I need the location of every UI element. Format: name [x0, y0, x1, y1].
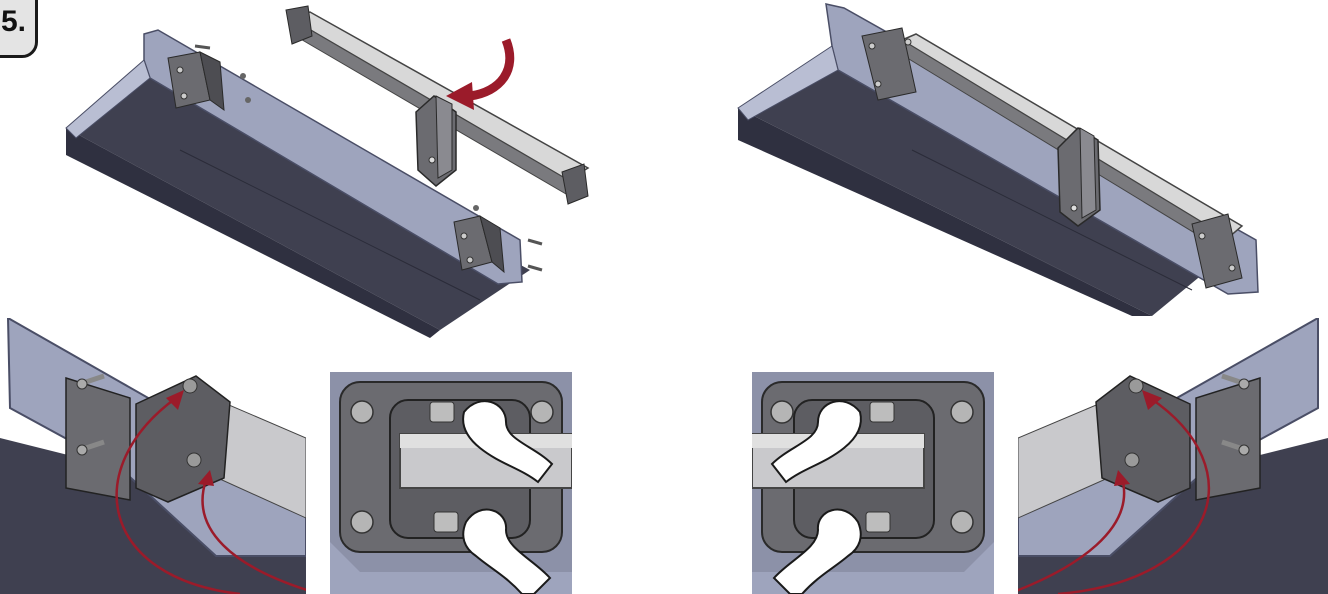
hitch-mount — [415, 95, 457, 187]
hitch-mount — [1057, 127, 1101, 227]
assembled-view — [732, 0, 1272, 320]
curved-arrow-icon — [115, 390, 306, 594]
hand-tighten-icon — [770, 400, 862, 594]
bumper-top-surface — [66, 70, 530, 330]
detail-right-bracket-perspective — [1018, 318, 1328, 594]
bracket-plate — [135, 375, 231, 503]
curved-arrow-icon — [1018, 390, 1211, 594]
step-badge: 5. — [0, 0, 38, 58]
hand-tighten-icon — [462, 400, 554, 594]
nut-icon — [429, 401, 459, 533]
detail-left-tighten-nuts — [330, 372, 572, 594]
left-bracket — [861, 27, 917, 101]
right-bracket — [1191, 213, 1243, 289]
right-bracket — [453, 214, 505, 274]
left-bracket — [167, 51, 225, 112]
step-number: 5. — [1, 5, 27, 38]
bolt-icon — [1124, 373, 1250, 468]
bolt-icon — [194, 44, 543, 272]
bolt-icon — [76, 373, 202, 468]
exploded-assembly-view — [60, 0, 600, 340]
detail-left-bracket-perspective — [0, 318, 306, 594]
bolt-icon — [350, 400, 554, 534]
detail-right-tighten-nuts — [752, 372, 994, 594]
nut-icon — [865, 401, 895, 533]
bracket-plate — [1095, 375, 1191, 503]
bolt-icon — [770, 400, 974, 534]
curved-arrow-icon — [469, 38, 515, 101]
bumper-top-surface — [738, 50, 1232, 316]
